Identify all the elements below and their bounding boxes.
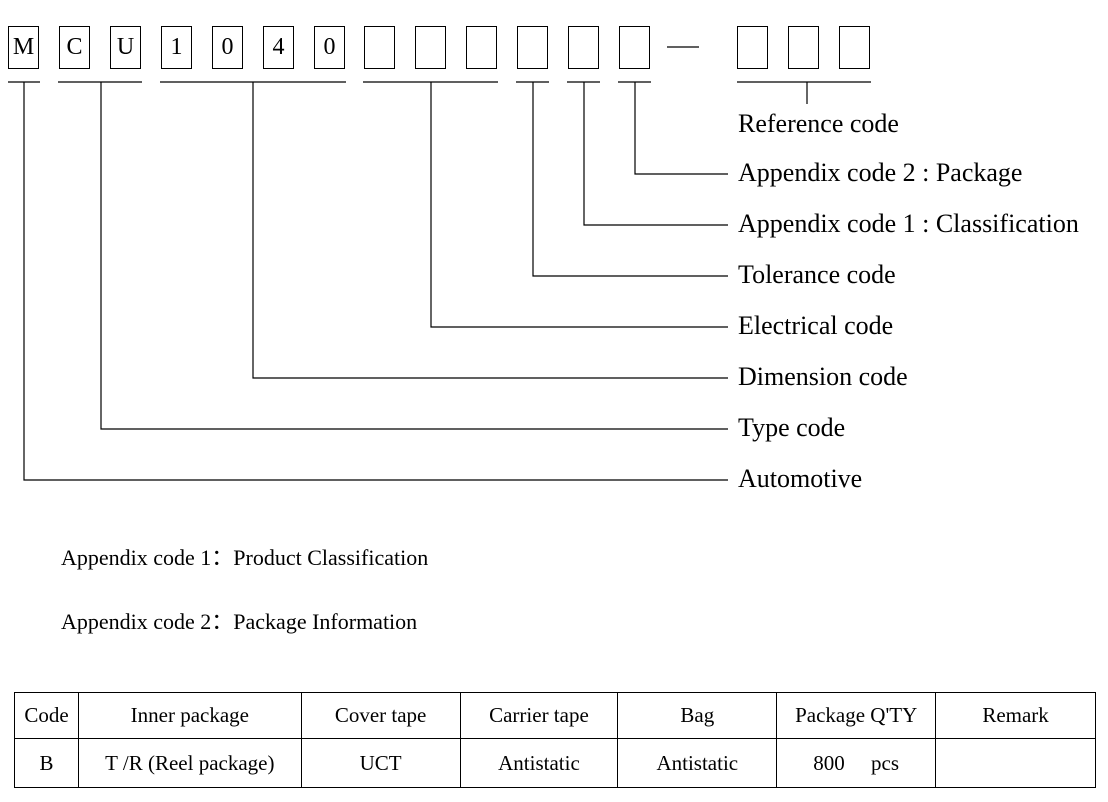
code-box-7: 0 <box>314 26 345 69</box>
label-type-code: Type code <box>738 413 846 442</box>
code-box-6: 4 <box>263 26 294 69</box>
label-dimension-code: Dimension code <box>738 362 908 391</box>
cell-remark <box>935 738 1096 788</box>
code-box-8 <box>364 26 395 69</box>
code-box-9 <box>415 26 446 69</box>
code-box-13 <box>619 26 650 69</box>
code-box-16 <box>839 26 870 69</box>
header-remark: Remark <box>935 692 1096 739</box>
header-carrier-tape: Carrier tape <box>459 692 619 739</box>
label-electrical-code: Electrical code <box>738 311 894 340</box>
note-appendix-code-1: Appendix code 1：Product Classification <box>61 545 429 570</box>
header-code: Code <box>14 692 79 739</box>
label-reference-code: Reference code <box>738 109 899 138</box>
cell-code: B <box>14 738 79 788</box>
cell-cover-tape: UCT <box>300 738 461 788</box>
table-header-row: Code Inner package Cover tape Carrier ta… <box>14 692 1096 739</box>
table-row: B T /R (Reel package) UCT Antistatic Ant… <box>14 738 1096 788</box>
code-box-10 <box>466 26 497 69</box>
header-bag: Bag <box>617 692 778 739</box>
label-tolerance-code: Tolerance code <box>738 260 896 289</box>
label-appendix-code-2: Appendix code 2 : Package <box>738 158 1023 187</box>
note-appendix-code-2: Appendix code 2：Package Information <box>61 609 418 634</box>
code-box-12 <box>568 26 599 69</box>
label-automotive: Automotive <box>738 464 863 493</box>
code-box-1: M <box>8 26 39 69</box>
code-box-5: 0 <box>212 26 243 69</box>
header-cover-tape: Cover tape <box>300 692 461 739</box>
cell-carrier-tape: Antistatic <box>459 738 619 788</box>
cell-inner-package: T /R (Reel package) <box>77 738 302 788</box>
code-box-15 <box>788 26 819 69</box>
header-package-qty: Package Q'TY <box>776 692 937 739</box>
code-box-2: C <box>59 26 90 69</box>
code-box-3: U <box>110 26 141 69</box>
code-box-4: 1 <box>161 26 192 69</box>
cell-package-qty: 800 pcs <box>776 738 937 788</box>
code-box-11 <box>517 26 548 69</box>
package-table: Code Inner package Cover tape Carrier ta… <box>14 692 1096 788</box>
header-inner-package: Inner package <box>77 692 302 739</box>
code-box-14 <box>737 26 768 69</box>
label-appendix-code-1: Appendix code 1 : Classification <box>738 209 1079 238</box>
cell-bag: Antistatic <box>617 738 778 788</box>
